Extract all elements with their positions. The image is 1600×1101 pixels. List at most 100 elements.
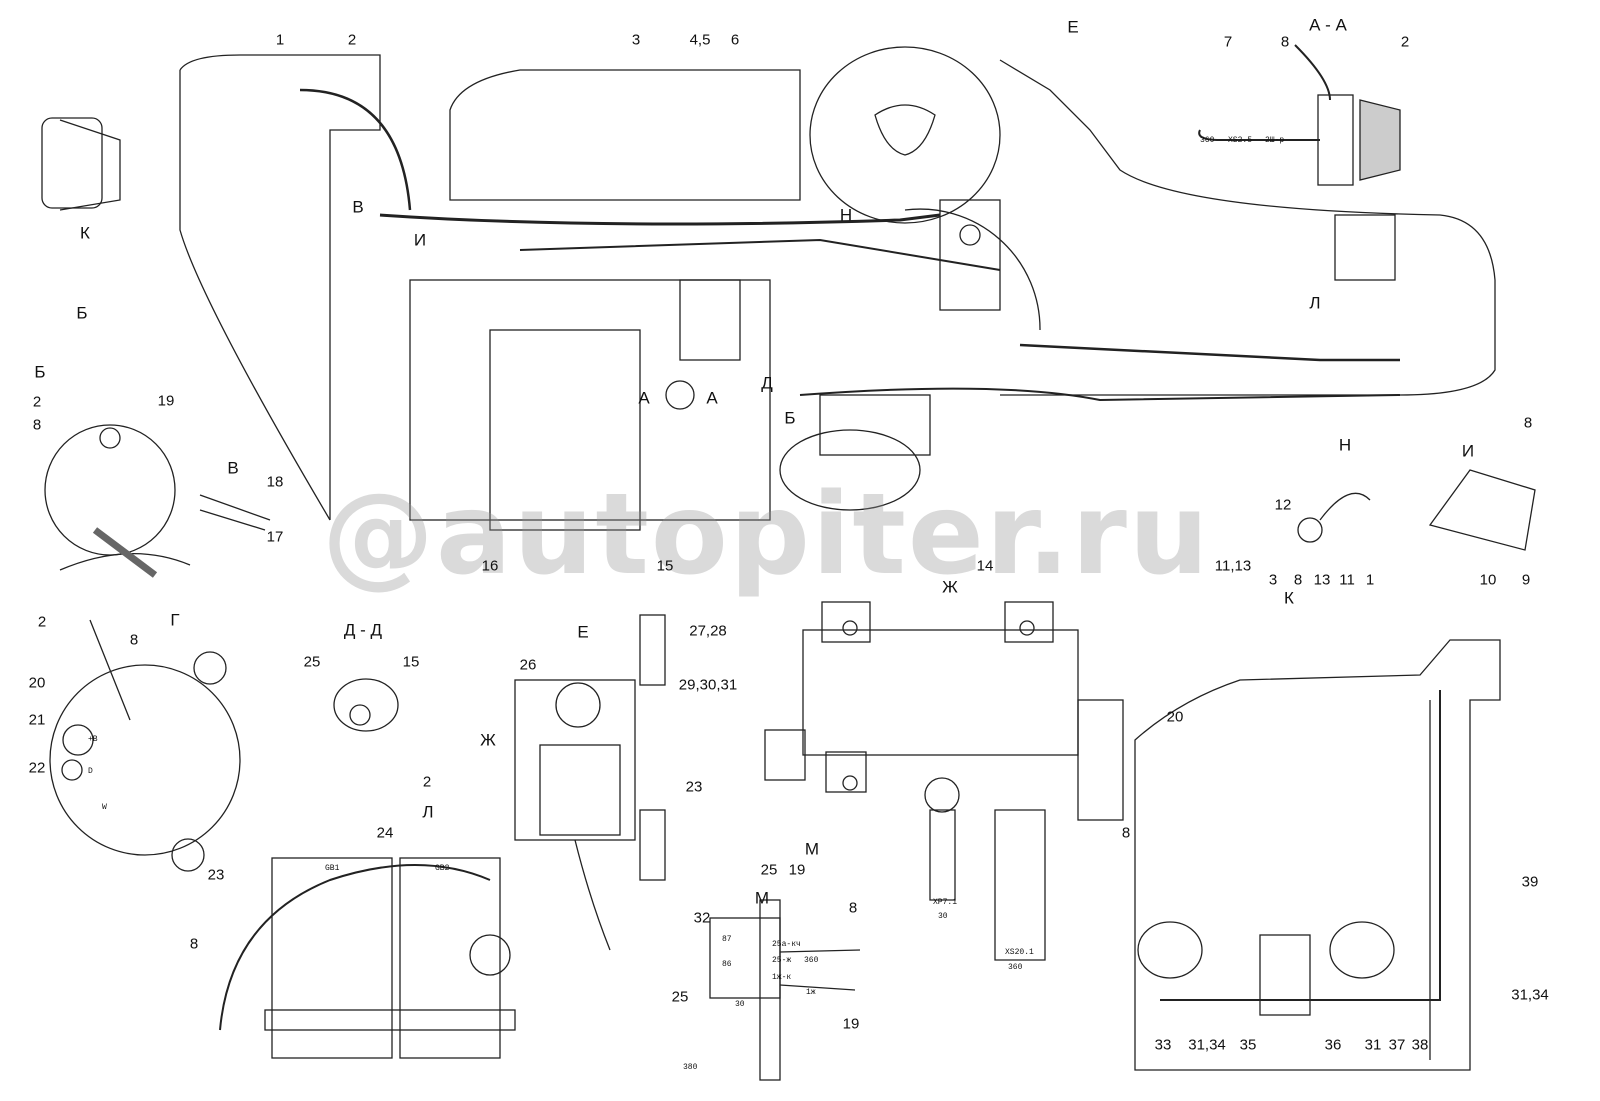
wire-tag: XS2.5	[1228, 136, 1253, 145]
callout: 2	[37, 613, 47, 631]
callout: 1	[275, 31, 285, 49]
callout: 3	[1268, 571, 1278, 589]
callout: 29,30,31	[678, 676, 738, 694]
view-label: Л	[1309, 293, 1321, 313]
callout: 8	[1280, 33, 1290, 51]
callout: 25	[671, 988, 689, 1006]
callout: 2	[422, 773, 432, 791]
callout: 19	[788, 861, 806, 879]
callout: 15	[656, 557, 674, 575]
connector-tag: XP7.1	[933, 898, 958, 907]
wire-tag: 25-ж	[772, 956, 792, 965]
wire-tag: 1ж-к	[772, 973, 792, 982]
wire-tag: 25а-кч	[772, 940, 801, 949]
view-label: Д	[761, 373, 773, 393]
battery-tag: GB2	[435, 864, 450, 873]
wire-tag: 1ж	[806, 988, 816, 997]
connector-tag: 360	[1008, 963, 1023, 972]
watermark: @autopiter.ru	[322, 470, 1211, 600]
callout: 6	[730, 31, 740, 49]
callout: 8	[1121, 824, 1131, 842]
terminal-tag: +B	[88, 735, 98, 744]
callout: 10	[1479, 571, 1497, 589]
callout: 27,28	[689, 622, 727, 640]
callout: 24	[376, 824, 394, 842]
connector-tag: XS20.1	[1005, 948, 1034, 957]
callout: 22	[28, 759, 46, 777]
callout: 18	[266, 473, 284, 491]
view-label: Н	[839, 205, 853, 225]
callout: 31	[1364, 1036, 1382, 1054]
view-label: Е	[1067, 17, 1079, 37]
view-label: В	[352, 197, 364, 217]
view-label: И	[413, 230, 427, 250]
view-label: Б	[76, 303, 88, 323]
callout: 23	[207, 866, 225, 884]
wire-tag: 2Ш-р	[1265, 136, 1285, 145]
callout: 16	[481, 557, 499, 575]
view-label: Г	[170, 610, 180, 630]
callout: 2	[347, 31, 357, 49]
callout: 8	[129, 631, 139, 649]
callout: 20	[28, 674, 46, 692]
battery-tag: GB1	[325, 864, 340, 873]
callout: 2	[1400, 33, 1410, 51]
callout: 23	[685, 778, 703, 796]
callout: 9	[1521, 571, 1531, 589]
callout: 35	[1239, 1036, 1257, 1054]
callout: 15	[402, 653, 420, 671]
view-label: Б	[34, 362, 46, 382]
view-label: И	[1461, 441, 1475, 461]
view-label: Е	[577, 622, 589, 642]
callout: 38	[1411, 1036, 1429, 1054]
wire-tag: 360	[1200, 136, 1215, 145]
callout: 19	[157, 392, 175, 410]
view-label: Н	[1338, 435, 1352, 455]
callout: 8	[189, 935, 199, 953]
view-label: М	[804, 839, 820, 859]
relay-pin: 87	[722, 935, 732, 944]
callout: 20	[1166, 708, 1184, 726]
callout: 32	[693, 909, 711, 927]
view-label: Ж	[942, 577, 958, 597]
callout: 11	[1339, 571, 1355, 589]
callout: 36	[1324, 1036, 1342, 1054]
callout: 13	[1313, 571, 1331, 589]
callout: 37	[1388, 1036, 1406, 1054]
callout: 8	[848, 899, 858, 917]
callout: 25	[760, 861, 778, 879]
callout: 3	[631, 31, 641, 49]
callout: 4,5	[689, 31, 711, 49]
wire-tag: 380	[683, 1063, 698, 1072]
relay-pin: 30	[735, 1000, 745, 1009]
view-label: А	[638, 388, 650, 408]
view-label: Д - Д	[343, 620, 383, 640]
callout: 21	[28, 711, 46, 729]
callout: 17	[266, 528, 284, 546]
callout: 2	[32, 393, 42, 411]
callout: 14	[976, 557, 994, 575]
view-label: Л	[422, 802, 434, 822]
callout: 26	[519, 656, 537, 674]
terminal-tag: W	[102, 803, 107, 812]
callout: 31,34	[1188, 1036, 1226, 1054]
callout: 19	[842, 1015, 860, 1033]
view-label: Ж	[480, 730, 496, 750]
callout: 7	[1223, 33, 1233, 51]
terminal-tag: D	[88, 767, 93, 776]
callout: 8	[1293, 571, 1303, 589]
view-label: А - А	[1309, 15, 1347, 35]
callout: 12	[1274, 496, 1292, 514]
callout: 11,13	[1214, 557, 1252, 575]
view-label: К	[80, 223, 90, 243]
wire-tag: 360	[804, 956, 819, 965]
callout: 8	[32, 416, 42, 434]
relay-pin: 86	[722, 960, 732, 969]
callout: 1	[1365, 571, 1375, 589]
callout: 33	[1154, 1036, 1172, 1054]
view-label: К	[1284, 588, 1294, 608]
connector-tag: 30	[938, 912, 948, 921]
callout: 8	[1523, 414, 1533, 432]
